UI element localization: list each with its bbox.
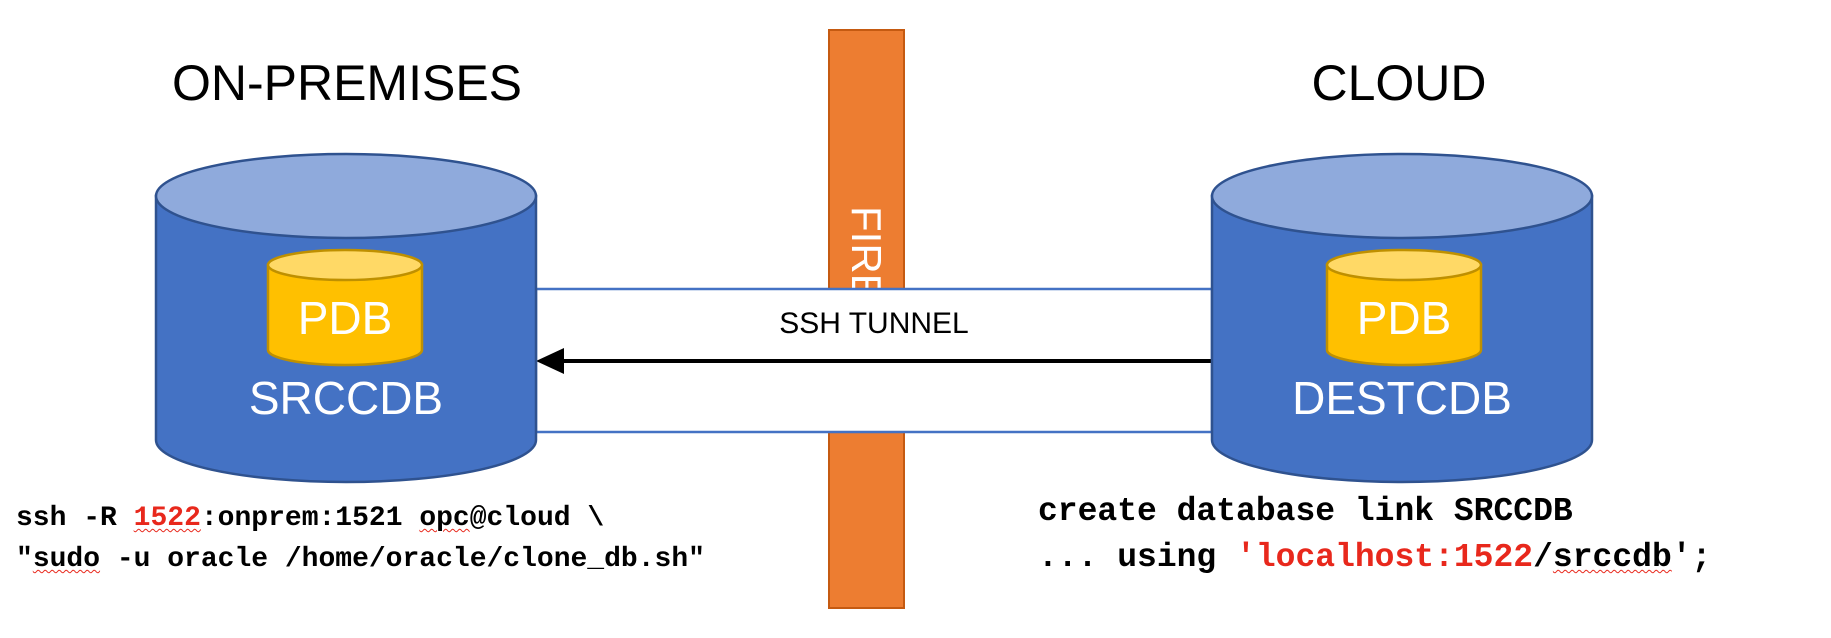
ssh-forward-target: :onprem:1521: [200, 503, 403, 534]
dblink-connect-string: 'localhost:1522: [1236, 539, 1534, 576]
right-pdb-cylinder: [1325, 248, 1483, 367]
ssh-host: @cloud \: [469, 503, 605, 534]
left-pdb-label: PDB: [298, 292, 393, 344]
ssh-cmd: ssh: [16, 503, 67, 534]
dblink-command-line-1: create database link SRCCDB: [1038, 493, 1573, 530]
sudo-args: -u oracle /home/oracle/clone_db.sh": [100, 544, 705, 575]
dblink-prefix: ... using: [1038, 539, 1237, 576]
dblink-suffix: ';: [1671, 539, 1712, 576]
tunnel-arrow-head: [536, 348, 564, 374]
right-pdb-top: [1325, 248, 1483, 282]
dblink-command-line-2: ... using 'localhost:1522/srccdb';: [1038, 535, 1711, 581]
dblink-slash: /: [1533, 539, 1553, 576]
ssh-remote-port: 1522: [133, 503, 201, 534]
left-pdb-body: [266, 263, 424, 367]
ssh-command-line-2: "sudo -u oracle /home/oracle/clone_db.sh…: [16, 539, 705, 580]
destcdb-cylinder-top: [1210, 152, 1594, 240]
right-pdb-body: [1325, 263, 1483, 367]
ssh-command-block: ssh -R 1522:onprem:1521 opc@cloud \"sudo…: [16, 498, 705, 580]
srccdb-label: SRCCDB: [249, 372, 443, 424]
sudo-keyword: sudo: [32, 544, 101, 575]
left-pdb-cylinder: [266, 248, 424, 367]
ssh-flag: -R: [83, 503, 117, 534]
right-pdb-label: PDB: [1357, 292, 1452, 344]
destcdb-label: DESTCDB: [1292, 372, 1512, 424]
ssh-open-quote: ": [16, 544, 33, 575]
dblink-command-block: create database link SRCCDB ... using 'lo…: [1038, 489, 1711, 581]
left-site-title: ON-PREMISES: [172, 55, 522, 111]
dblink-service-name: srccdb: [1552, 539, 1672, 576]
ssh-tunnel-label: SSH TUNNEL: [779, 307, 969, 340]
right-site-title: CLOUD: [1311, 55, 1486, 111]
srccdb-cylinder-top: [154, 152, 538, 240]
left-pdb-top: [266, 248, 424, 282]
ssh-user: opc: [419, 503, 470, 534]
firewall-label: FIRE: [843, 206, 890, 302]
ssh-command-line-1: ssh -R 1522:onprem:1521 opc@cloud \: [16, 498, 705, 539]
